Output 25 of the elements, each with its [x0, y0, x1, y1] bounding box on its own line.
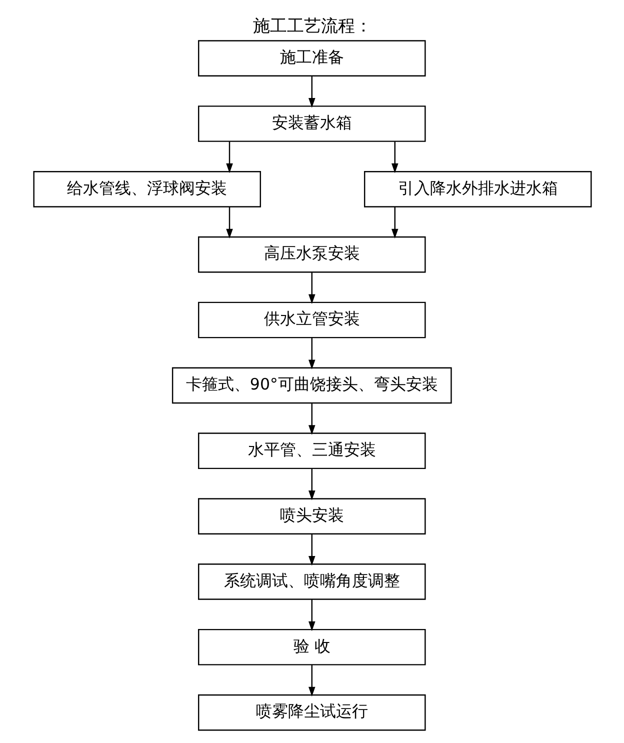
diagram-title: 施工工艺流程：: [252, 15, 372, 36]
node-box: 给水管线、浮球阀安装: [32, 171, 260, 208]
arrow: [308, 76, 315, 108]
node-box: 安装蓄水箱: [198, 106, 426, 142]
node-box: 喷雾降尘试运行: [198, 694, 426, 731]
node-box: 验 收: [198, 628, 426, 666]
node-box: 引入降水外排水进水箱: [364, 171, 592, 208]
node-box: 高压水泵安装: [198, 236, 426, 273]
node-box: 施工准备: [198, 40, 426, 76]
arrow: [308, 600, 315, 632]
arrow: [308, 272, 315, 304]
arrow: [308, 665, 315, 697]
arrow: [226, 142, 232, 174]
arrow: [390, 142, 398, 174]
arrow: [308, 468, 315, 500]
node-box: 系统调试、喷嘴角度调整: [198, 564, 426, 600]
node-box: 水平管、三通安装: [198, 432, 426, 470]
arrow: [308, 534, 315, 566]
node-box: 供水立管安装: [198, 302, 426, 338]
arrow: [308, 403, 315, 435]
arrow: [390, 207, 398, 239]
arrow: [308, 338, 315, 370]
node-box: 喷头安装: [198, 498, 426, 534]
arrow: [226, 207, 232, 239]
node-box: 卡箍式、90°可曲饶接头、弯头安装: [171, 367, 452, 404]
